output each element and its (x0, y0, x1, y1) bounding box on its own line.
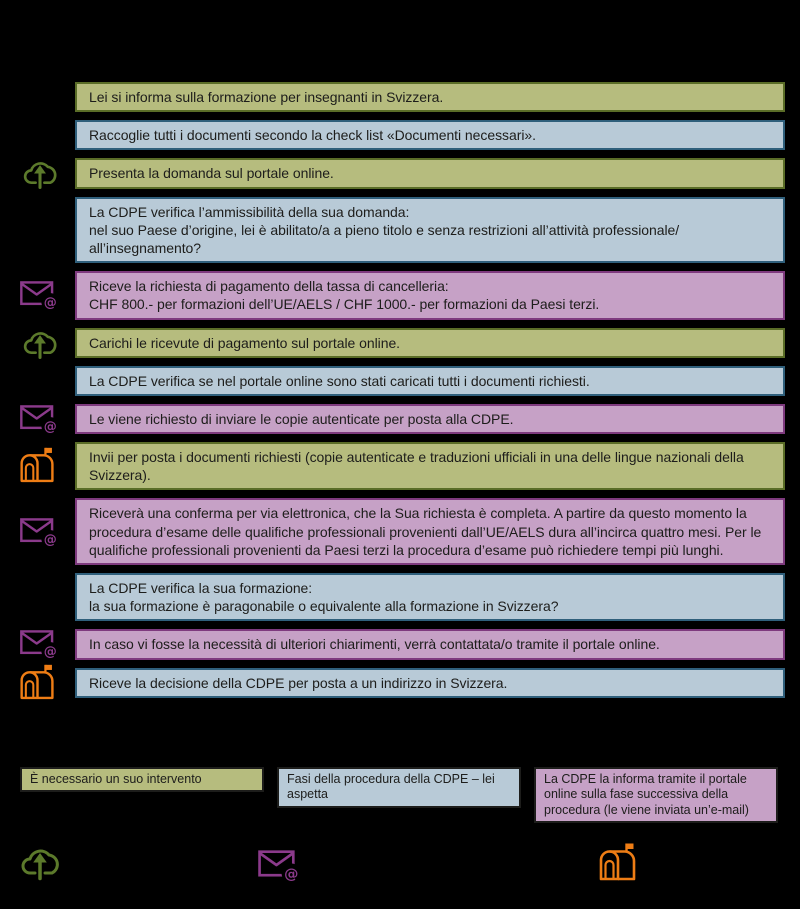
step-row: In caso vi fosse la necessità di ulterio… (20, 629, 785, 662)
step-text: Riceve la richiesta di pagamento della t… (89, 278, 600, 313)
step-text: In caso vi fosse la necessità di ulterio… (89, 636, 660, 653)
mailbox-icon (17, 446, 58, 487)
step-row: Presenta la domanda sul portale online. (23, 158, 785, 190)
step-row: Invii per posta i documenti richiesti (c… (20, 442, 785, 491)
cloud-upload-icon (19, 156, 61, 191)
step-row: Riceverà una conferma per via elettronic… (20, 498, 785, 565)
legend-portal-info: La CDPE la informa tramite il portale on… (534, 767, 778, 823)
step-text: La CDPE verifica l’ammissibilità della s… (89, 203, 680, 256)
step-text: Invii per posta i documenti richiesti (c… (89, 449, 744, 484)
step-row: La CDPE verifica se nel portale online s… (75, 365, 785, 396)
step-row: La CDPE verifica l’ammissibilità della s… (75, 196, 785, 264)
step-row: Le viene richiesto di inviare le copie a… (20, 403, 785, 437)
step-text: Riceverà una conferma per via elettronic… (89, 505, 762, 558)
email-at-icon (19, 516, 61, 549)
step-row: La CDPE verifica la sua formazione: la s… (75, 573, 785, 622)
steps-list: Lei si informa sulla formazione per inse… (20, 82, 785, 699)
legend-cdpe-phase: Fasi della procedura della CDPE – lei as… (277, 767, 521, 808)
mailbox-icon (17, 662, 58, 703)
email-at-icon (19, 403, 61, 437)
legend-user-action: È necessario un suo intervento (20, 767, 264, 793)
email-at-icon (19, 279, 61, 313)
step-text: Lei si informa sulla formazione per inse… (89, 89, 444, 105)
email-at-icon (257, 848, 303, 885)
step-text: Raccoglie tutti i documenti secondo la c… (89, 127, 536, 144)
step-text: Carichi le ricevute di pagamento sul por… (89, 334, 401, 351)
legend: È necessario un suo intervento Fasi dell… (20, 767, 778, 823)
step-row: Riceve la decisione della CDPE per posta… (20, 663, 785, 699)
step-text: Presenta la domanda sul portale online. (89, 165, 334, 182)
legend-text: La CDPE la informa tramite il portale on… (544, 772, 749, 817)
step-text: La CDPE verifica la sua formazione: la s… (89, 580, 559, 615)
step-row: Carichi le ricevute di pagamento sul por… (23, 327, 785, 359)
step-text: La CDPE verifica se nel portale online s… (89, 372, 590, 389)
legend-text: È necessario un suo intervento (30, 772, 202, 786)
step-text: Le viene richiesto di inviare le copie a… (89, 410, 514, 427)
step-row: Raccoglie tutti i documenti secondo la c… (75, 120, 785, 151)
cloud-upload-icon (16, 842, 64, 882)
email-at-icon (19, 628, 61, 662)
cloud-upload-icon (19, 325, 61, 360)
mailbox-icon (596, 841, 640, 885)
step-text: Riceve la decisione della CDPE per posta… (89, 674, 508, 691)
step-row: Lei si informa sulla formazione per inse… (75, 82, 785, 113)
legend-text: Fasi della procedura della CDPE – lei as… (287, 772, 495, 802)
step-row: Riceve la richiesta di pagamento della t… (20, 271, 785, 320)
